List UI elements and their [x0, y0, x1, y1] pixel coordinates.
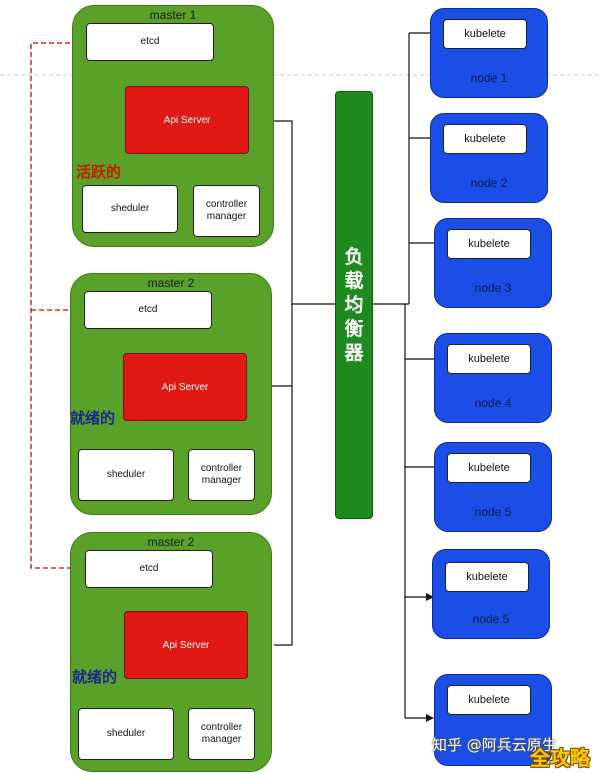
master-3-scheduler: sheduler [78, 708, 174, 760]
load-balancer-char-2: 载 [344, 270, 364, 292]
master-3-api-server: Api Server [124, 611, 248, 679]
node-5-kubelet: kubelete [447, 453, 531, 483]
master-1-etcd: etcd [86, 23, 214, 61]
load-balancer-char-4: 衡 [344, 318, 364, 340]
node-2: kubelete node 2 [430, 113, 548, 203]
load-balancer-char-1: 负 [344, 246, 364, 268]
master-2-scheduler: sheduler [78, 449, 174, 501]
node-1-label: node 1 [470, 71, 508, 85]
node-1: kubelete node 1 [430, 8, 548, 98]
master-3-etcd: etcd [85, 550, 213, 588]
lb-to-api-3 [274, 386, 293, 646]
node-6-kubelet: kubelete [445, 562, 529, 592]
node-5: kubelete node 5 [434, 442, 552, 532]
node-7: kubelete [434, 674, 552, 766]
master-2-state: 就绪的 [70, 410, 116, 427]
master-1-scheduler: sheduler [82, 185, 178, 233]
node-5-label: node 5 [474, 505, 512, 519]
master-1-api-server: Api Server [125, 86, 249, 154]
node-7-kubelet: kubelete [447, 685, 531, 715]
node-3-kubelet: kubelete [447, 229, 531, 259]
node-2-kubelet: kubelete [443, 124, 527, 154]
node-6-label: node 5 [472, 612, 510, 626]
etcd-sync-link [30, 42, 86, 569]
node-4-kubelet: kubelete [447, 344, 531, 374]
master-1-title: master 1 [149, 8, 197, 22]
master-1-state: 活跃的 [76, 164, 122, 181]
node-4: kubelete node 4 [434, 333, 552, 423]
node-1-kubelet: kubelete [443, 19, 527, 49]
master-3-state: 就绪的 [72, 669, 118, 686]
master-3-controller-manager: controller manager [188, 708, 255, 760]
master-2-api-server: Api Server [123, 353, 247, 421]
master-1-controller-manager: controller manager [193, 185, 260, 237]
watermark: 知乎 @阿兵云原生 [432, 736, 557, 754]
master-2-controller-manager: controller manager [188, 449, 255, 501]
node-3-label: node 3 [474, 281, 512, 295]
master-2-etcd: etcd [84, 291, 212, 329]
master-3-title: master 2 [147, 535, 195, 549]
node-6: kubelete node 5 [432, 549, 550, 639]
master-2-title: master 2 [147, 276, 195, 290]
node-2-label: node 2 [470, 176, 508, 190]
load-balancer-char-5: 器 [344, 342, 364, 364]
corner-logo: 全攻略 [530, 746, 590, 770]
load-balancer: 负 载 均 衡 器 [335, 91, 373, 519]
load-balancer-char-3: 均 [344, 294, 364, 316]
node-3: kubelete node 3 [434, 218, 552, 308]
node-4-label: node 4 [474, 396, 512, 410]
